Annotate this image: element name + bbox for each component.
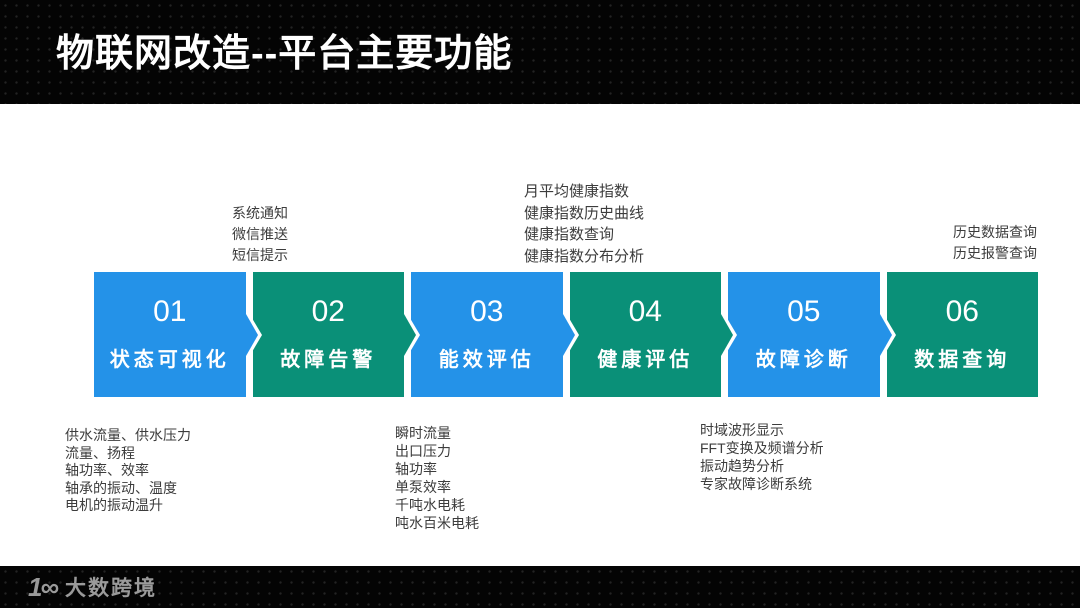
step-block-fault-diagnosis: 05 故障诊断 [728, 272, 880, 397]
note-line: 轴功率、效率 [65, 462, 149, 478]
step-number: 03 [470, 295, 504, 328]
step-label: 健康评估 [597, 349, 694, 371]
note-energy-metrics: 瞬时流量 出口压力 轴功率 单泵效率 千吨水电耗 吨水百米电耗 [395, 424, 479, 532]
note-line: 振动趋势分析 [700, 458, 784, 474]
note-line: 系统通知 [232, 205, 288, 221]
note-diagnosis-functions: 时域波形显示 FFT变换及频谱分析 振动趋势分析 专家故障诊断系统 [700, 421, 824, 493]
note-data-query-items: 历史数据查询 历史报警查询 [953, 222, 1037, 264]
step-block-fault-alert: 02 故障告警 [252, 272, 404, 397]
page-title: 物联网改造--平台主要功能 [56, 32, 513, 75]
step-block-health-evaluation: 04 健康评估 [569, 272, 721, 397]
process-steps: 01 状态可视化 02 故障告警 03 能效评估 04 健康评估 05 故障诊断… [94, 272, 1038, 397]
step-number: 05 [787, 295, 821, 328]
note-line: 轴功率 [395, 461, 437, 477]
step-number: 06 [945, 295, 979, 328]
note-line: 短信提示 [232, 247, 288, 263]
note-line: 健康指数查询 [524, 226, 615, 243]
note-fault-alert-methods: 系统通知 微信推送 短信提示 [232, 203, 288, 266]
note-line: 历史数据查询 [953, 224, 1037, 240]
note-line: 月平均健康指数 [524, 183, 630, 200]
note-line: 吨水百米电耗 [395, 515, 479, 531]
logo-text: 大数跨境 [65, 577, 157, 600]
note-line: 出口压力 [395, 443, 451, 459]
note-line: 时域波形显示 [700, 422, 784, 438]
note-line: 电机的振动温升 [65, 497, 163, 513]
note-line: FFT变换及频谱分析 [700, 440, 824, 456]
step-label: 故障告警 [280, 349, 377, 371]
note-line: 健康指数历史曲线 [524, 204, 645, 222]
step-label: 状态可视化 [109, 349, 230, 371]
step-number: 01 [153, 295, 187, 328]
step-label: 故障诊断 [755, 349, 852, 371]
note-line: 健康指数分布分析 [524, 247, 645, 265]
note-line: 专家故障诊断系统 [700, 476, 812, 492]
footer-bar: 1∞ 大数跨境 [0, 566, 1080, 608]
logo-100-icon: 1∞ [28, 572, 59, 602]
note-line: 供水流量、供水压力 [65, 427, 191, 443]
note-line: 瞬时流量 [395, 425, 451, 441]
note-line: 千吨水电耗 [395, 497, 465, 513]
note-line: 历史报警查询 [953, 245, 1037, 261]
step-label: 能效评估 [438, 349, 535, 371]
step-number: 02 [311, 295, 345, 328]
step-block-energy-evaluation: 03 能效评估 [411, 272, 563, 397]
note-line: 流量、扬程 [65, 444, 135, 461]
note-health-assessment-items: 月平均健康指数 健康指数历史曲线 健康指数查询 健康指数分布分析 [524, 181, 644, 267]
note-line: 微信推送 [232, 226, 288, 242]
header-bar: 物联网改造--平台主要功能 [0, 0, 1080, 104]
logo: 1∞ 大数跨境 [0, 572, 157, 602]
note-line: 轴承的振动、温度 [65, 479, 177, 496]
note-visualization-items: 供水流量、供水压力 流量、扬程 轴功率、效率 轴承的振动、温度 电机的振动温升 [65, 427, 191, 515]
note-line: 单泵效率 [395, 479, 451, 495]
step-number: 04 [628, 295, 662, 328]
step-label: 数据查询 [914, 349, 1011, 371]
step-block-data-query: 06 数据查询 [886, 272, 1038, 397]
step-block-status-visualization: 01 状态可视化 [94, 272, 246, 397]
